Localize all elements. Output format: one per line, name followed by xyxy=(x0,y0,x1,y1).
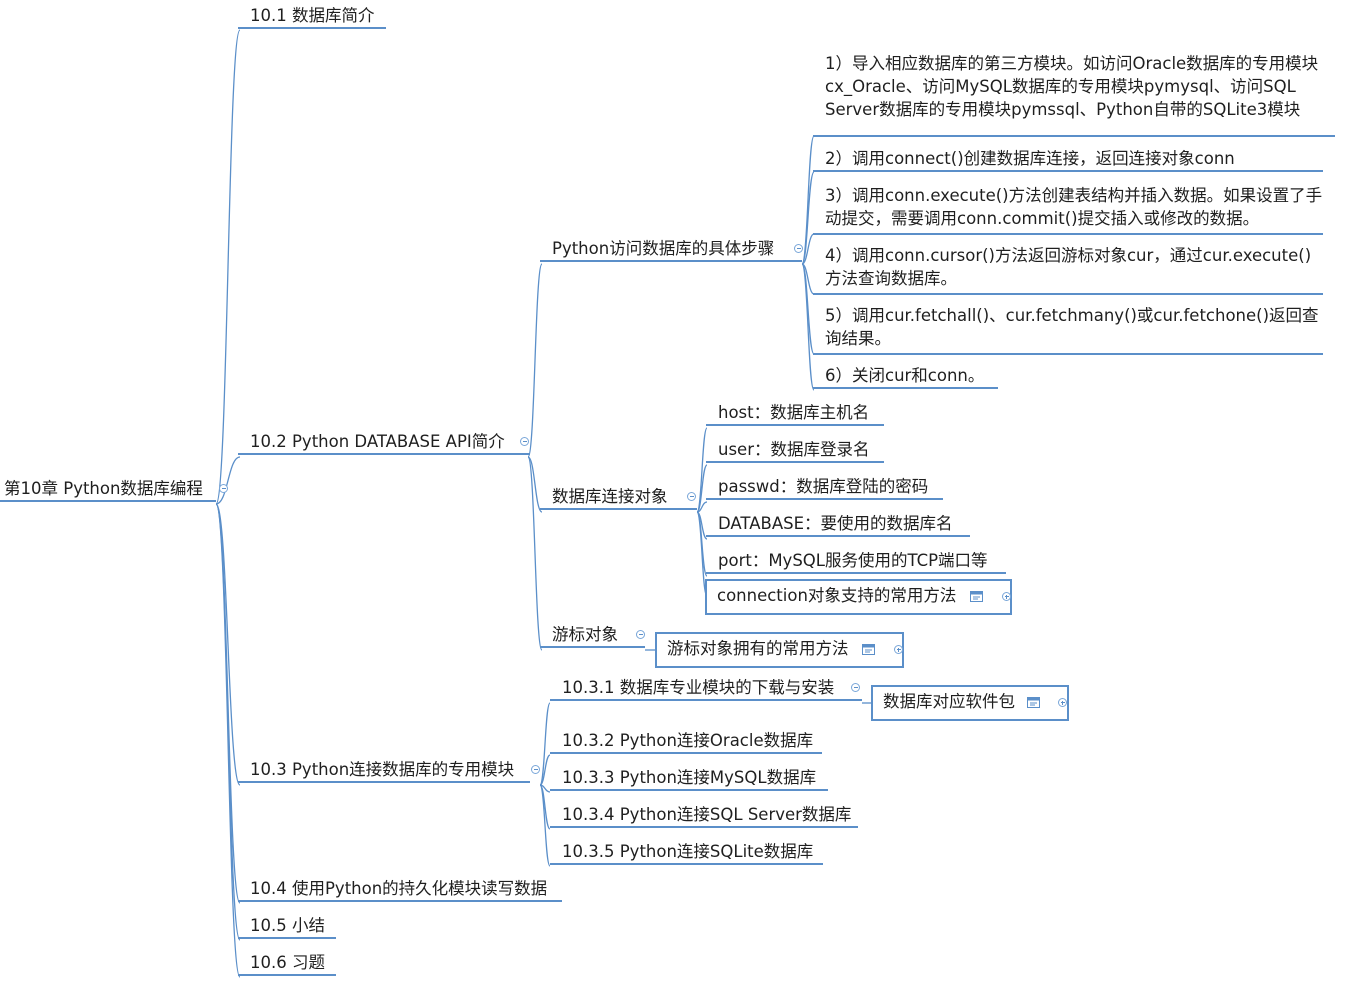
topic-10-4[interactable]: 10.4 使用Python的持久化模块读写数据 xyxy=(238,877,562,902)
conn-host[interactable]: host：数据库主机名 xyxy=(706,401,884,426)
note-icon[interactable] xyxy=(970,591,985,603)
module-10-3-5[interactable]: 10.3.5 Python连接SQLite数据库 xyxy=(550,840,823,865)
software-package-expand-icon[interactable] xyxy=(1058,698,1067,707)
conn-port[interactable]: port：MySQL服务使用的TCP端口等 xyxy=(706,549,1006,574)
step-4[interactable]: 4）调用conn.cursor()方法返回游标对象cur，通过cur.execu… xyxy=(813,244,1323,295)
step-6[interactable]: 6）关闭cur和conn。 xyxy=(813,364,998,389)
cursor-object-topic[interactable]: 游标对象 xyxy=(540,623,645,648)
note-icon[interactable] xyxy=(1027,697,1042,709)
conn-database[interactable]: DATABASE：要使用的数据库名 xyxy=(706,512,970,537)
note-icon[interactable] xyxy=(862,644,877,656)
step-5[interactable]: 5）调用cur.fetchall()、cur.fetchmany()或cur.f… xyxy=(813,304,1323,355)
topic-10-3[interactable]: 10.3 Python连接数据库的专用模块 xyxy=(238,758,530,783)
cursor-methods-expand-icon[interactable] xyxy=(894,645,903,654)
topic-10-1[interactable]: 10.1 数据库简介 xyxy=(238,4,386,29)
conn-passwd[interactable]: passwd：数据库登陆的密码 xyxy=(706,475,943,500)
step-2[interactable]: 2）调用connect()创建数据库连接，返回连接对象conn xyxy=(813,147,1323,172)
root-collapse-icon[interactable] xyxy=(219,484,228,493)
cursor-methods-topic[interactable]: 游标对象拥有的常用方法 xyxy=(655,632,904,668)
topic-10-3-collapse-icon[interactable] xyxy=(531,765,540,774)
conn-object-topic[interactable]: 数据库连接对象 xyxy=(540,485,697,510)
steps-collapse-icon[interactable] xyxy=(794,244,803,253)
topic-10-2-collapse-icon[interactable] xyxy=(520,437,529,446)
module-10-3-2[interactable]: 10.3.2 Python连接Oracle数据库 xyxy=(550,729,822,754)
root-topic[interactable]: 第10章 Python数据库编程 xyxy=(0,477,216,502)
topic-10-5[interactable]: 10.5 小结 xyxy=(238,914,336,939)
conn-user[interactable]: user：数据库登录名 xyxy=(706,438,884,463)
conn-methods-topic[interactable]: connection对象支持的常用方法 xyxy=(705,579,1012,615)
topic-10-2[interactable]: 10.2 Python DATABASE API简介 xyxy=(238,430,530,455)
module-10-3-1[interactable]: 10.3.1 数据库专业模块的下载与安装 xyxy=(550,676,862,701)
module-10-3-1-collapse-icon[interactable] xyxy=(851,683,860,692)
module-10-3-3[interactable]: 10.3.3 Python连接MySQL数据库 xyxy=(550,766,828,791)
conn-object-collapse-icon[interactable] xyxy=(687,492,696,501)
software-package-topic[interactable]: 数据库对应软件包 xyxy=(871,685,1069,721)
topic-10-6[interactable]: 10.6 习题 xyxy=(238,951,336,976)
step-1[interactable]: 1）导入相应数据库的第三方模块。如访问Oracle数据库的专用模块cx_Orac… xyxy=(813,52,1335,137)
module-10-3-4[interactable]: 10.3.4 Python连接SQL Server数据库 xyxy=(550,803,858,828)
conn-methods-expand-icon[interactable] xyxy=(1002,592,1011,601)
cursor-object-collapse-icon[interactable] xyxy=(636,630,645,639)
step-3[interactable]: 3）调用conn.execute()方法创建表结构并插入数据。如果设置了手动提交… xyxy=(813,184,1323,235)
steps-topic[interactable]: Python访问数据库的具体步骤 xyxy=(540,237,802,262)
